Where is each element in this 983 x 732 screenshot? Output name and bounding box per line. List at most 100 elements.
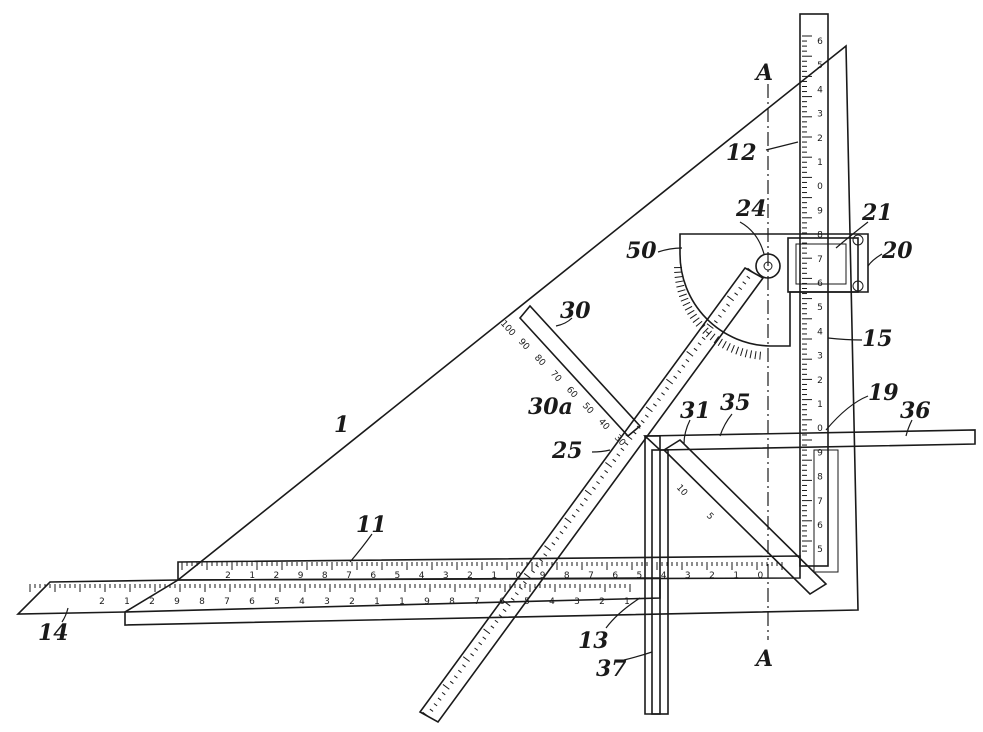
ruler-25-tick [686, 351, 694, 357]
protractor-tick [677, 289, 686, 293]
horizontal-ruler-number: 4 [661, 571, 667, 581]
label-30: 30 [560, 298, 591, 324]
bottom-ruler [16, 577, 661, 615]
clamp-20 [787, 237, 859, 293]
ruler-25-tick [677, 370, 682, 374]
corner-block [644, 435, 661, 715]
bottom-ruler-number: 3 [324, 597, 330, 607]
ruler-25-tick [571, 514, 576, 518]
ruler-25-tick [539, 558, 544, 562]
diagonal-30 [518, 304, 642, 438]
protractor-tick [695, 320, 703, 327]
bottom-ruler-number: 9 [424, 597, 430, 607]
protractor-tick [735, 346, 740, 355]
vertical-scale-number: 7 [817, 497, 823, 507]
label-36: 36 [900, 398, 931, 424]
protractor-tick [705, 330, 712, 338]
label-30a: 30a [528, 394, 573, 420]
leader-12 [765, 141, 799, 151]
diagonal-30-number: 50 [580, 401, 595, 416]
ruler-25-tick [449, 680, 454, 685]
diagonal-31 [662, 438, 828, 596]
horizontal-ruler-number: 7 [588, 571, 594, 581]
horizontal-ruler-number: 9 [540, 571, 546, 581]
ruler-25-tick [575, 508, 580, 513]
protractor-tick [730, 344, 735, 353]
protractor-tick [676, 284, 685, 288]
horizontal-ruler-number: 9 [298, 571, 304, 581]
ruler-25-tick [620, 447, 625, 452]
label-24: 24 [735, 196, 767, 222]
ruler-25-tick [583, 497, 588, 501]
bottom-ruler-number: 2 [349, 597, 355, 607]
ruler-25-tick [559, 531, 564, 535]
label-37: 37 [596, 656, 627, 682]
horizontal-ruler-number: 3 [443, 571, 449, 581]
protractor-tick [713, 336, 720, 344]
ruler-25-tick [636, 425, 641, 429]
ruler-25-tick [661, 392, 665, 396]
ruler-25-tick [478, 642, 483, 646]
ruler-25-tick [543, 553, 548, 557]
ruler-25-tick [510, 597, 515, 601]
vertical-scale-number: 7 [817, 255, 823, 265]
ruler-25-tick [441, 692, 446, 696]
protractor-tick [749, 350, 753, 359]
horizontal-ruler-number: 7 [346, 571, 352, 581]
ruler-25-tick [502, 608, 507, 612]
leader-11 [349, 533, 373, 563]
bottom-ruler-number: 1 [124, 597, 130, 607]
ruler-25-tick [681, 364, 686, 368]
ruler-25-tick [518, 586, 523, 590]
label-25: 25 [551, 438, 583, 464]
label-15: 15 [862, 326, 893, 352]
ruler-25-tick [652, 403, 657, 407]
bottom-ruler-number: 1 [399, 597, 405, 607]
ruler-25-tick [494, 619, 499, 624]
bottom-ruler-number: 5 [274, 597, 280, 607]
arm-36 [643, 429, 976, 451]
vertical-scale-number: 5 [817, 545, 823, 555]
ruler-25-tick [726, 303, 730, 307]
horizontal-ruler [177, 555, 801, 581]
leader-50 [657, 247, 683, 253]
protractor-tick [675, 280, 684, 283]
leader-30 [555, 317, 573, 327]
label-a-top: A [754, 60, 773, 86]
protractor-tick [744, 349, 748, 358]
ruler-25-tick [605, 462, 613, 468]
ruler-25-tick [422, 711, 430, 718]
bottom-ruler-number: 2 [149, 597, 155, 607]
ruler-25-tick [555, 536, 560, 540]
protractor-tick [721, 340, 727, 349]
ruler-25-tick [742, 281, 747, 285]
ruler-25-tick [457, 669, 462, 673]
horizontal-ruler-number: 8 [564, 571, 570, 581]
protractor-tick [684, 305, 693, 311]
leader-15 [827, 337, 863, 341]
ruler-25-tick [470, 653, 474, 657]
vertical-scale-lower-tab [813, 449, 839, 573]
protractor-tick [726, 343, 731, 351]
bottom-ruler-number: 7 [474, 597, 480, 607]
label-1: 1 [334, 412, 349, 438]
horizontal-ruler-number: 1 [249, 571, 255, 581]
bottom-ruler-number: 1 [374, 597, 380, 607]
ruler-25-tick [584, 489, 592, 496]
horizontal-ruler-number: 0 [516, 571, 522, 581]
ruler-25-tick [483, 628, 491, 635]
vertical-scale-number: 2 [817, 376, 823, 386]
vertical-scale-number: 6 [817, 279, 823, 289]
ruler-25-tick [564, 517, 572, 524]
vertical-scale-number: 2 [817, 134, 823, 144]
ruler-25-tick [563, 525, 568, 529]
ruler-25-tick [657, 397, 661, 402]
vertical-scale-number: 9 [817, 206, 823, 216]
ruler-25-tick [531, 569, 535, 574]
bottom-ruler-number: 9 [174, 597, 180, 607]
horizontal-ruler-number: 1 [491, 571, 497, 581]
protractor-tick [709, 333, 716, 341]
bottom-ruler-number: 4 [299, 597, 305, 607]
horizontal-ruler-number: 8 [322, 571, 328, 581]
ruler-25-tick [474, 647, 479, 651]
